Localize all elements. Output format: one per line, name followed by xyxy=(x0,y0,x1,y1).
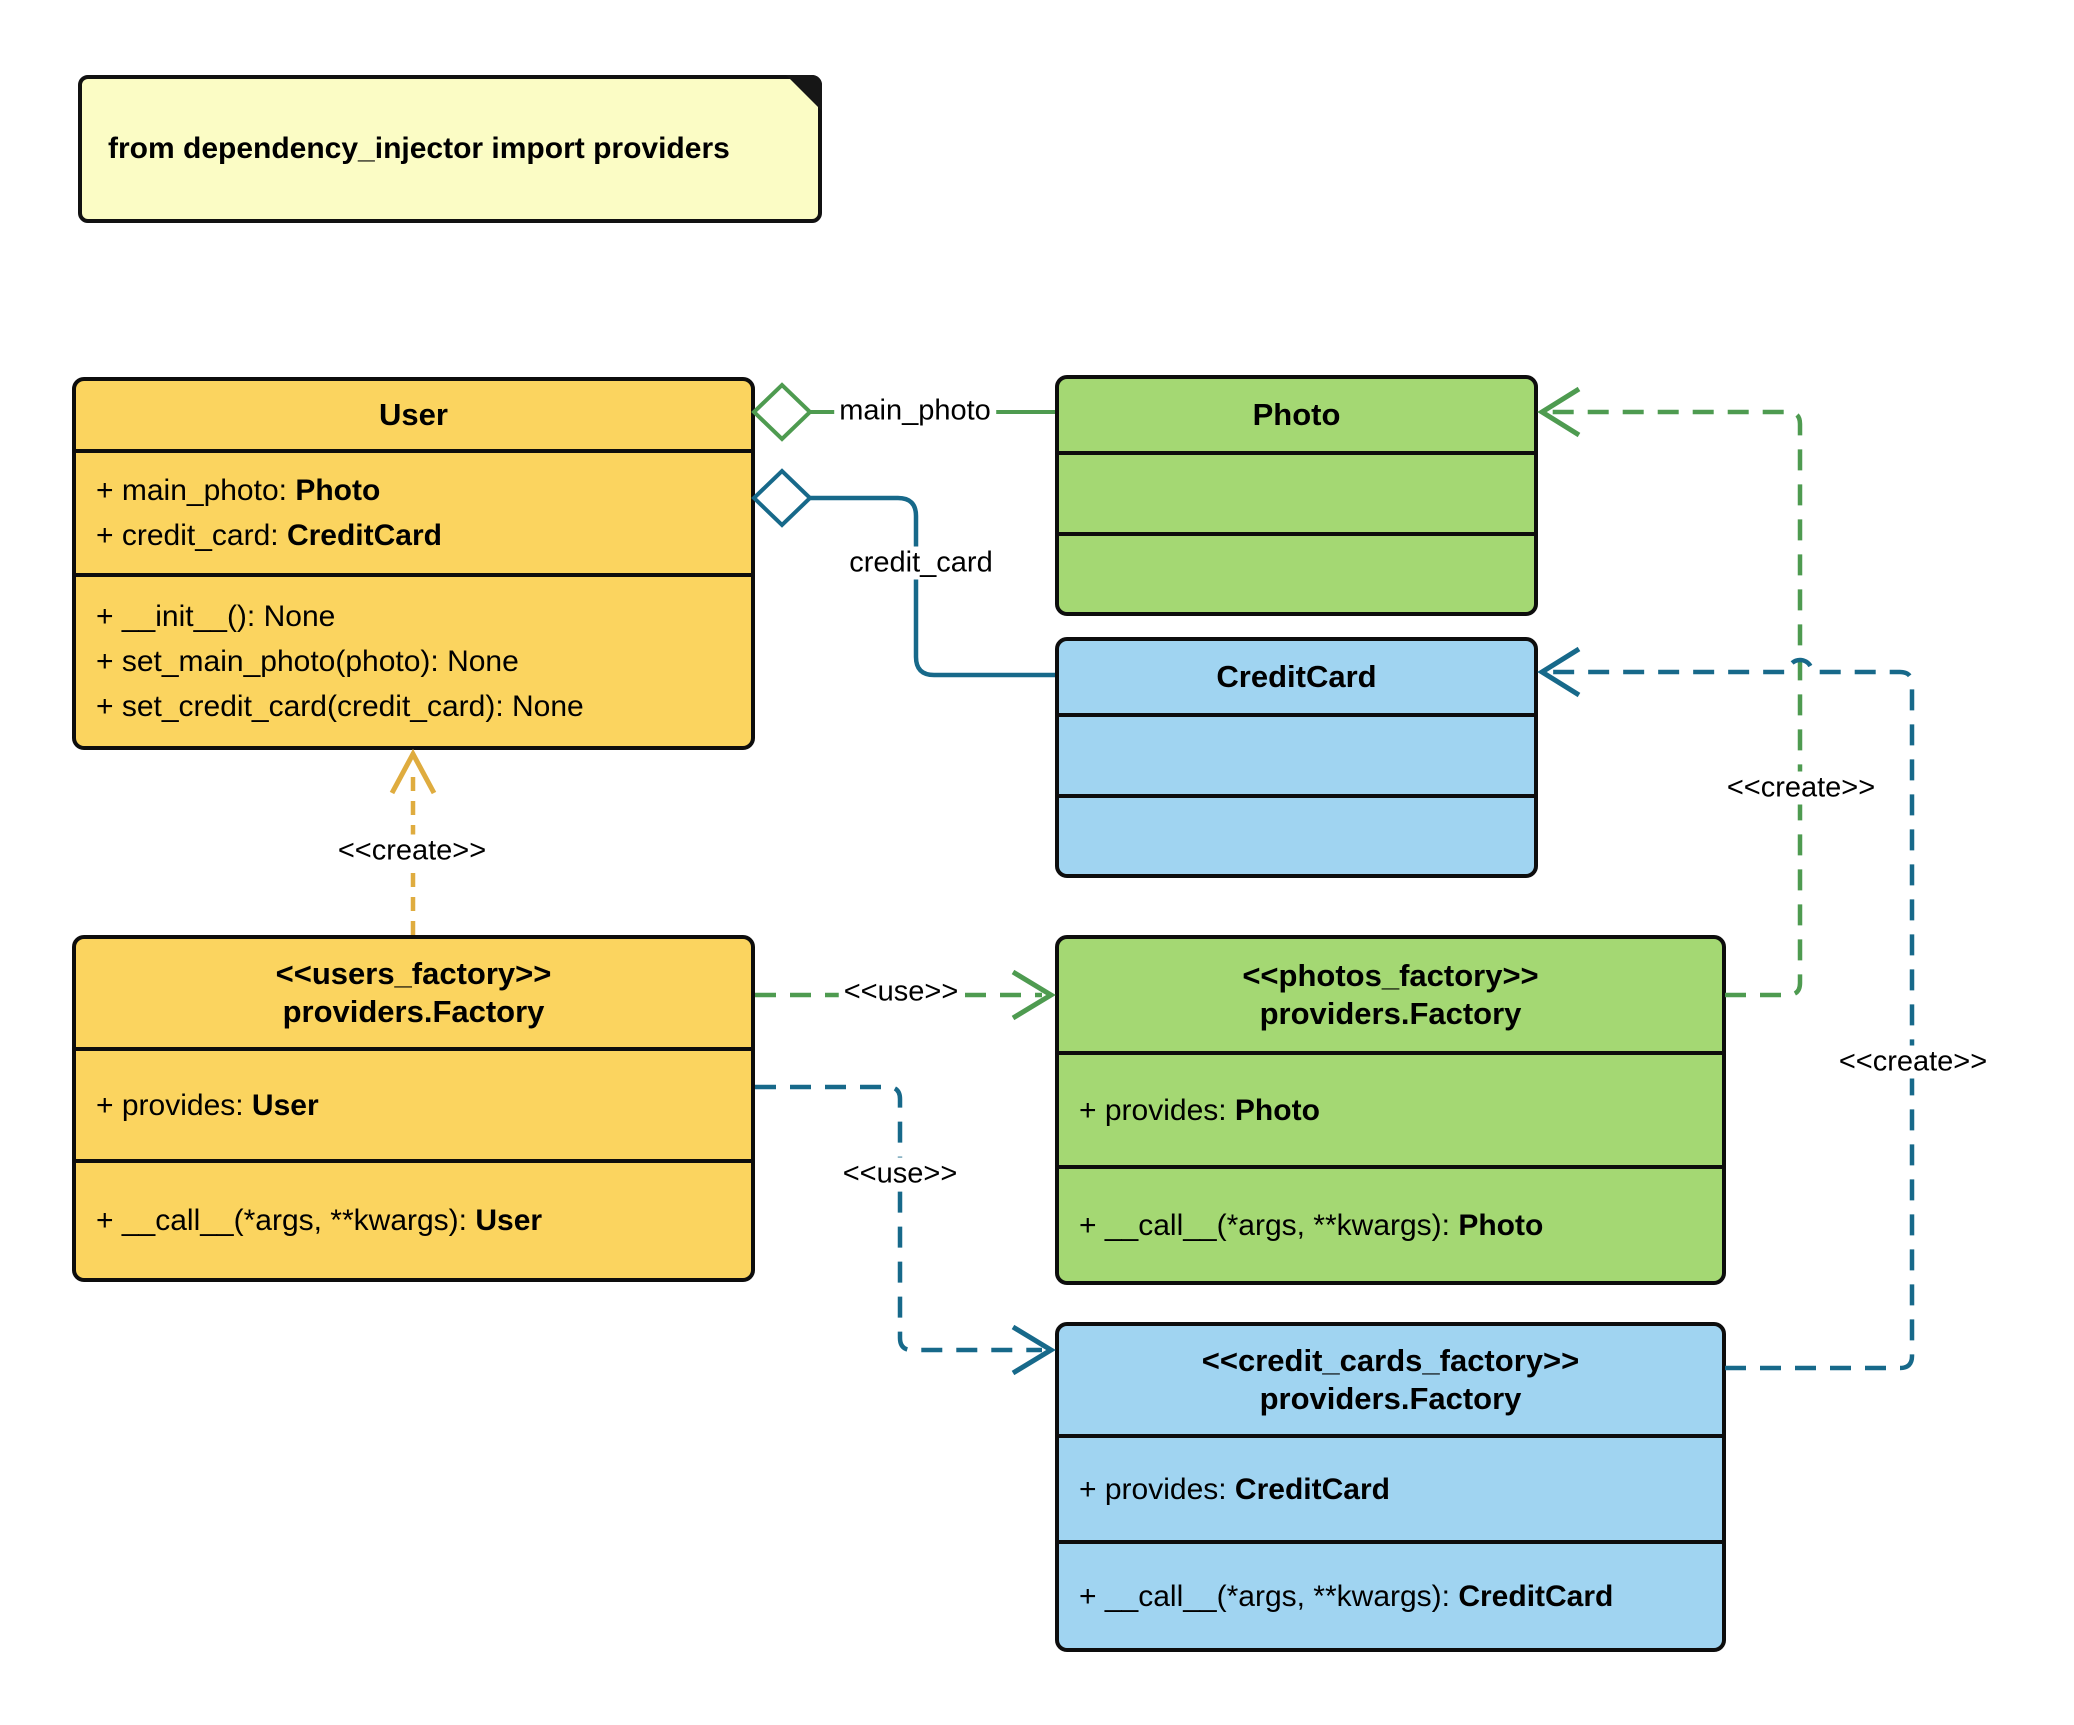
class-photo: Photo xyxy=(1055,375,1538,616)
class-name: Photo xyxy=(1252,397,1341,432)
class-user: User + main_photo: Photo + credit_card: … xyxy=(72,377,755,750)
method-line: + set_credit_card(credit_card): None xyxy=(96,690,584,723)
attributes-compartment: + main_photo: Photo + credit_card: Credi… xyxy=(76,449,751,573)
open-arrowhead-icon xyxy=(1537,646,1581,698)
open-arrowhead-icon xyxy=(1011,969,1056,1021)
association-label-main-photo: main_photo xyxy=(834,394,996,428)
open-arrowhead-icon xyxy=(1537,386,1581,438)
note-folded-corner-icon xyxy=(786,75,822,111)
attribute-line: + main_photo: Photo xyxy=(96,474,381,507)
class-users-factory: <<users_factory>> providers.Factory + pr… xyxy=(72,935,755,1282)
class-name: providers.Factory xyxy=(1259,996,1522,1031)
aggregation-diamond-icon xyxy=(751,382,813,442)
stereotype-label-create-photo: <<create>> xyxy=(1721,771,1881,805)
association-label-credit-card: credit_card xyxy=(844,546,998,580)
class-stereotype: <<photos_factory>> xyxy=(1242,958,1539,993)
class-stereotype: <<credit_cards_factory>> xyxy=(1201,1343,1580,1378)
stereotype-label-create-credit-card: <<create>> xyxy=(1833,1045,1993,1079)
method-line: + __call__(*args, **kwargs): User xyxy=(96,1204,543,1237)
class-credit-card: CreditCard xyxy=(1055,637,1538,878)
method-line: + __call__(*args, **kwargs): CreditCard xyxy=(1079,1579,1614,1613)
class-title: <<photos_factory>> providers.Factory xyxy=(1059,939,1722,1051)
aggregation-line-credit-card xyxy=(810,495,1055,678)
class-title: CreditCard xyxy=(1059,641,1534,713)
create-dependency-photo xyxy=(1551,409,1803,998)
use-dependency-credit-cards-factory xyxy=(755,1084,1042,1353)
class-title: User xyxy=(76,381,751,449)
open-arrowhead-icon xyxy=(389,748,437,795)
methods-compartment xyxy=(1059,794,1534,874)
class-title: <<users_factory>> providers.Factory xyxy=(76,939,751,1047)
attributes-compartment xyxy=(1059,713,1534,794)
class-name: providers.Factory xyxy=(282,994,545,1029)
methods-compartment: + __call__(*args, **kwargs): Photo xyxy=(1059,1165,1722,1281)
aggregation-diamond-icon xyxy=(751,468,813,528)
class-name: providers.Factory xyxy=(1259,1381,1522,1416)
methods-compartment: + __call__(*args, **kwargs): CreditCard xyxy=(1059,1540,1722,1648)
class-photos-factory: <<photos_factory>> providers.Factory + p… xyxy=(1055,935,1726,1285)
methods-compartment xyxy=(1059,532,1534,612)
class-name: CreditCard xyxy=(1216,659,1377,694)
note-text: from dependency_injector import provider… xyxy=(108,132,730,165)
method-line: + __init__(): None xyxy=(96,600,336,633)
method-line: + __call__(*args, **kwargs): Photo xyxy=(1079,1208,1544,1242)
stereotype-label-create-user: <<create>> xyxy=(332,834,492,868)
attributes-compartment xyxy=(1059,451,1534,532)
attribute-line: + credit_card: CreditCard xyxy=(96,519,442,552)
attribute-line: + provides: CreditCard xyxy=(1079,1472,1390,1506)
attributes-compartment: + provides: Photo xyxy=(1059,1051,1722,1165)
attributes-compartment: + provides: CreditCard xyxy=(1059,1434,1722,1540)
attributes-compartment: + provides: User xyxy=(76,1047,751,1159)
code-note: from dependency_injector import provider… xyxy=(78,75,822,223)
class-title: <<credit_cards_factory>> providers.Facto… xyxy=(1059,1326,1722,1434)
attribute-line: + provides: Photo xyxy=(1079,1093,1320,1127)
open-arrowhead-icon xyxy=(1011,1324,1056,1376)
method-line: + set_main_photo(photo): None xyxy=(96,645,519,678)
class-stereotype: <<users_factory>> xyxy=(275,956,552,991)
class-name: User xyxy=(379,397,448,432)
class-credit-cards-factory: <<credit_cards_factory>> providers.Facto… xyxy=(1055,1322,1726,1652)
class-title: Photo xyxy=(1059,379,1534,451)
stereotype-label-use-photos: <<use>> xyxy=(838,975,964,1009)
attribute-line: + provides: User xyxy=(96,1088,319,1122)
methods-compartment: + __init__(): None + set_main_photo(phot… xyxy=(76,573,751,746)
stereotype-label-use-credit-cards: <<use>> xyxy=(837,1157,963,1191)
methods-compartment: + __call__(*args, **kwargs): User xyxy=(76,1159,751,1278)
